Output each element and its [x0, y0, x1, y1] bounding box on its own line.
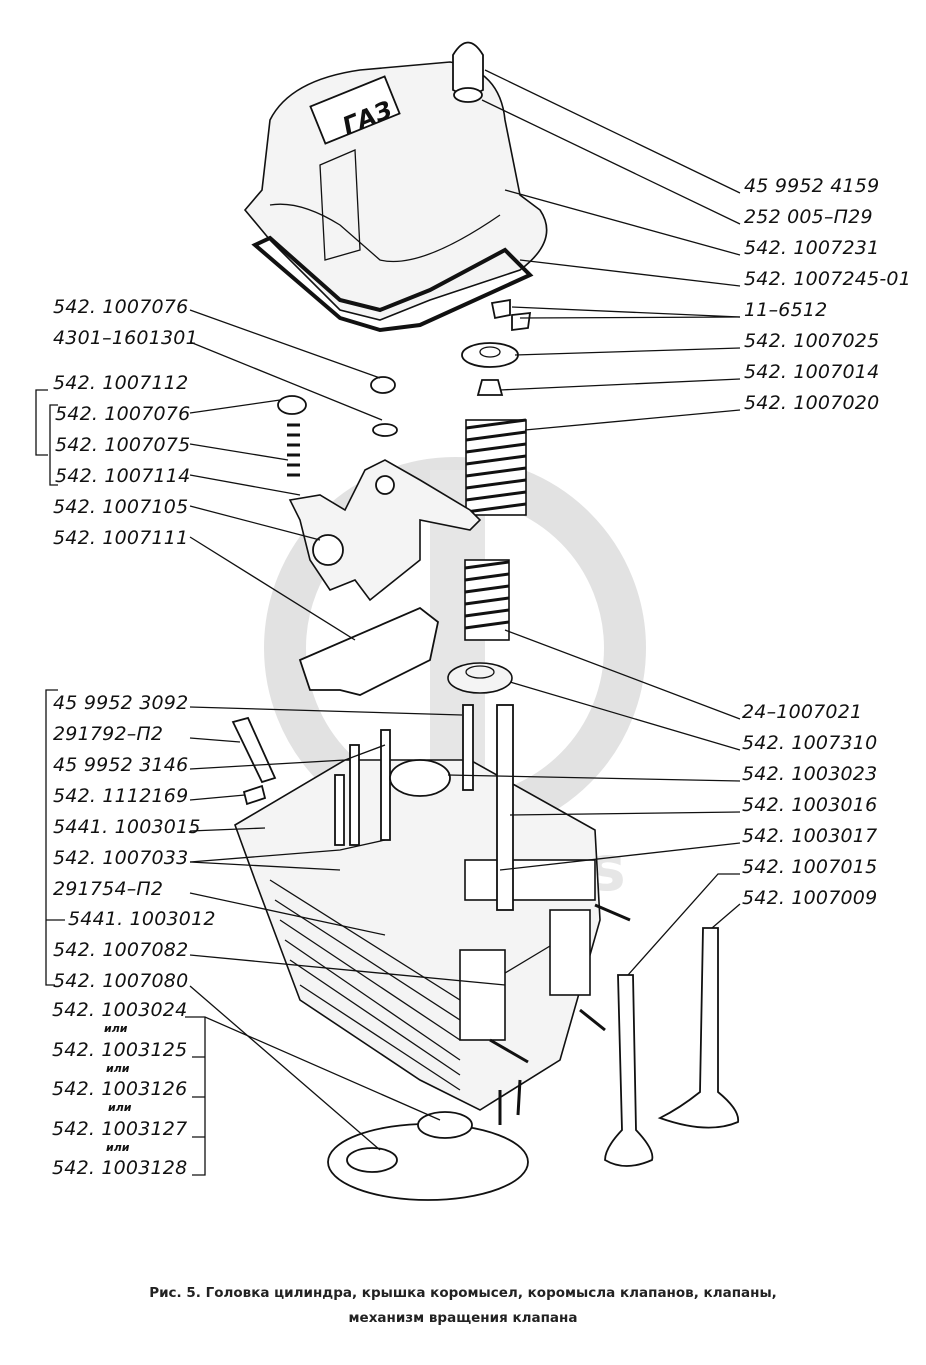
seat-label: 542. 1003024 — [52, 999, 188, 1021]
stud-3 — [380, 729, 391, 841]
or-separator: или — [108, 1101, 132, 1114]
adjust-nut — [277, 395, 307, 415]
part-label-left: 542. 1007111 — [53, 527, 189, 549]
deflector-bracket — [298, 606, 439, 696]
part-label-left: 542. 1007033 — [53, 847, 189, 869]
part-label-right: 24–1007021 — [742, 701, 863, 723]
part-label-left: 45 9952 3146 — [53, 754, 189, 776]
part-label-left: 542. 1007080 — [53, 970, 189, 992]
part-label-right: 11–6512 — [744, 299, 828, 321]
seat-label: 542. 1003126 — [52, 1078, 188, 1100]
valve-seal — [476, 379, 504, 396]
part-label-left: 542. 1007076 — [53, 296, 189, 318]
part-label-right: 542. 1003016 — [742, 794, 878, 816]
part-label-left: 542. 1112169 — [53, 785, 189, 807]
part-label-right: 542. 1007231 — [744, 237, 880, 259]
part-label-right: 542. 1007245-01 — [744, 268, 911, 290]
part-label-left: 291754–П2 — [53, 878, 164, 900]
rocker-washer — [372, 423, 398, 437]
part-label-right: 542. 1007014 — [744, 361, 880, 383]
cover-gasket — [251, 235, 534, 333]
part-label-left: 542. 1007082 — [53, 939, 189, 961]
seat-label: 542. 1003125 — [52, 1039, 188, 1061]
valve-seat-2 — [417, 1111, 473, 1139]
exhaust-valve — [657, 927, 740, 1129]
part-label-right: 252 005–П29 — [744, 206, 873, 228]
intake-valve — [604, 974, 654, 1167]
part-label-right: 542. 1007020 — [744, 392, 880, 414]
seat-label: 542. 1003127 — [52, 1118, 188, 1140]
outer-valve-spring — [465, 418, 527, 516]
valve-cover: ГАЗ — [243, 61, 548, 321]
part-label-left: 542. 1007076 — [55, 403, 191, 425]
stud-1 — [462, 704, 474, 791]
valve-keeper-1 — [490, 298, 511, 320]
seat-label: 542. 1003128 — [52, 1157, 188, 1179]
part-label-left: 291792–П2 — [53, 723, 164, 745]
part-label-left: 5441. 1003015 — [53, 816, 201, 838]
part-label-right: 542. 1007015 — [742, 856, 878, 878]
stud-4 — [334, 774, 345, 846]
or-separator: или — [106, 1141, 130, 1154]
or-separator: или — [104, 1022, 128, 1035]
figure-caption-line2: механизм вращения клапана — [348, 1310, 578, 1326]
washer — [453, 87, 483, 103]
cylinder-head — [234, 759, 601, 1111]
part-label-right: 542. 1003023 — [742, 763, 878, 785]
valve-seat-1 — [346, 1147, 398, 1173]
dowel-pin — [242, 784, 267, 806]
part-label-left: 542. 1007114 — [55, 465, 191, 487]
part-label-right: 542. 1007009 — [742, 887, 878, 909]
stud-2 — [349, 744, 360, 846]
push-rod-tube — [496, 704, 514, 911]
part-label-right: 542. 1007025 — [744, 330, 880, 352]
part-label-right: 542. 1003017 — [742, 825, 878, 847]
adjusting-screw — [287, 423, 300, 477]
part-label-left: 45 9952 3092 — [53, 692, 189, 714]
part-label-right: 45 9952 4159 — [744, 175, 880, 197]
figure-caption-line1: Рис. 5. Головка цилиндра, крышка коромыс… — [149, 1285, 777, 1301]
part-label-left: 542. 1007075 — [55, 434, 191, 456]
stud-bolt — [231, 716, 277, 784]
rocker-nut-top — [370, 376, 396, 394]
cap-nut — [452, 41, 484, 95]
inner-valve-spring — [464, 559, 510, 641]
boss — [389, 759, 451, 797]
part-label-left: 5441. 1003012 — [68, 908, 216, 930]
part-label-left: 4301–1601301 — [53, 327, 198, 349]
part-label-left: 542. 1007105 — [53, 496, 189, 518]
or-separator: или — [106, 1062, 130, 1075]
part-label-right: 542. 1007310 — [742, 732, 878, 754]
rocker-arm-assembly — [288, 459, 482, 602]
exhaust-studs — [489, 903, 631, 1125]
valve-keeper-2 — [511, 311, 532, 332]
leader-lines — [35, 69, 741, 1176]
part-label-left: 542. 1007112 — [53, 372, 189, 394]
